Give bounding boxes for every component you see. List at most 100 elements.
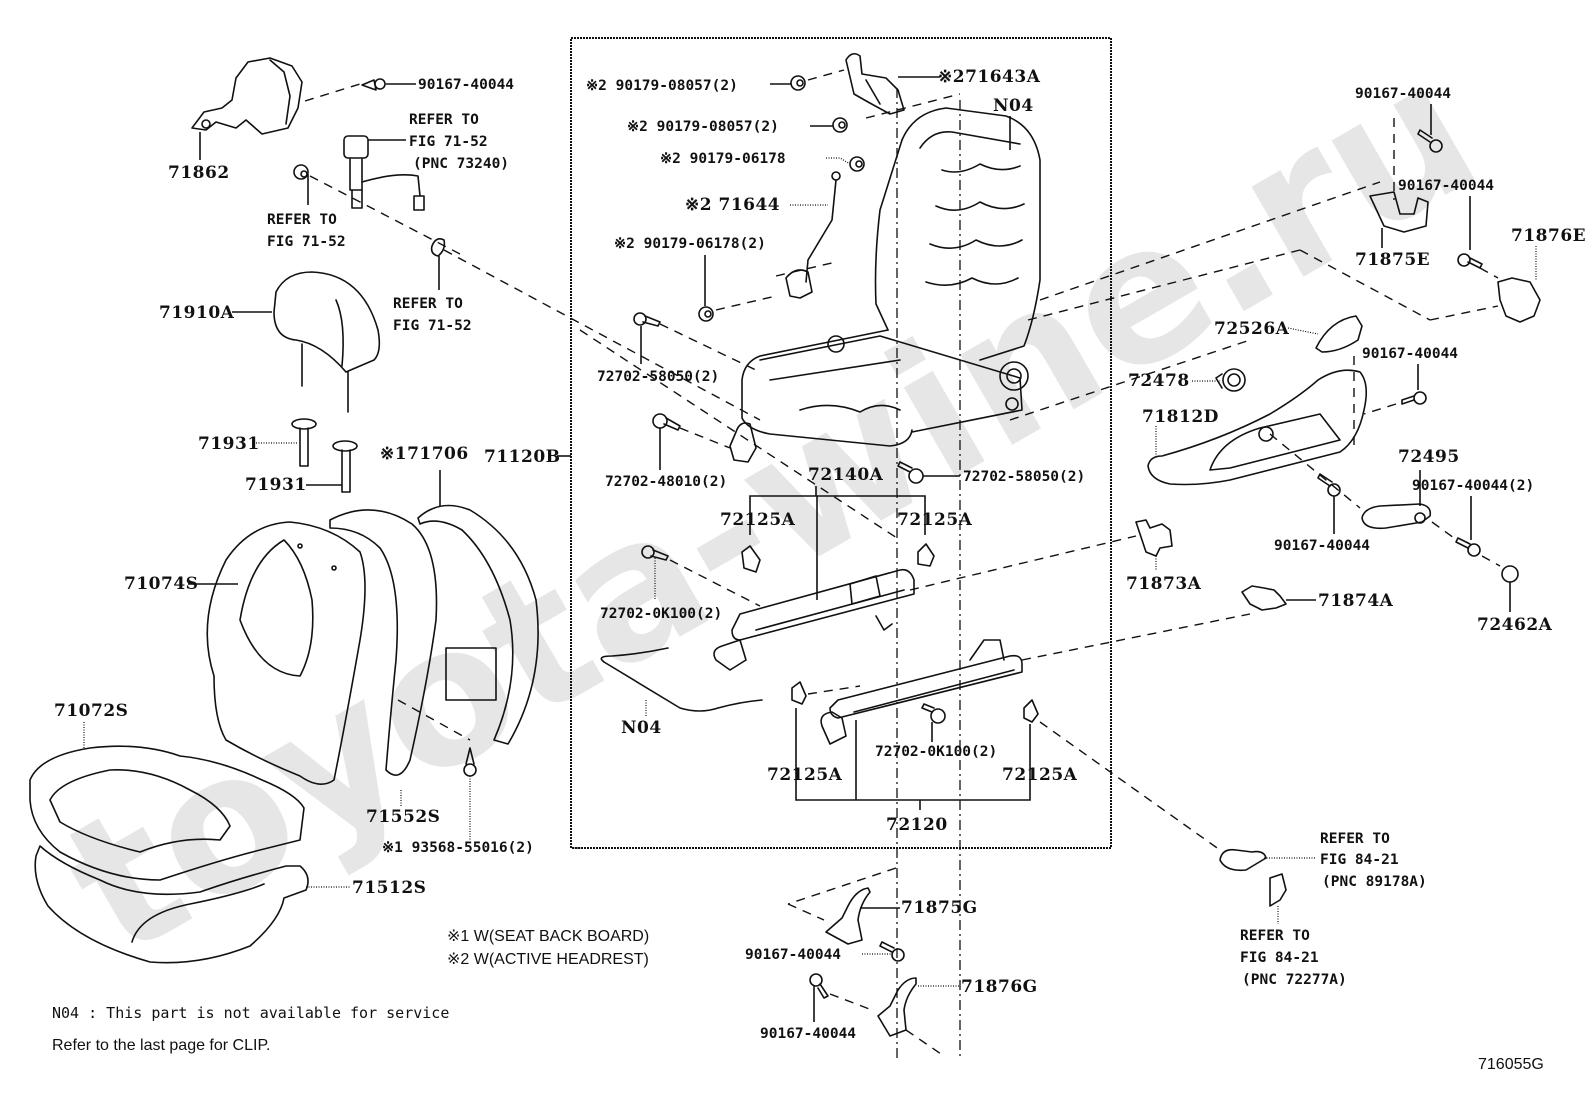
headrest-guide-71931-b[interactable] bbox=[332, 440, 358, 493]
nut-90179-06178-b[interactable] bbox=[698, 306, 714, 322]
label-90179-06178-a[interactable]: ※2 90179-06178 bbox=[660, 151, 786, 167]
label-72125A-b[interactable]: 72125A bbox=[897, 510, 973, 530]
label-71072S[interactable]: 71072S bbox=[54, 701, 128, 721]
label-72125A-d[interactable]: 72125A bbox=[1002, 765, 1078, 785]
label-71862[interactable]: 71862 bbox=[168, 163, 230, 183]
clip-72125A-b[interactable] bbox=[917, 543, 935, 567]
bolt-knob[interactable] bbox=[1455, 537, 1481, 557]
bolt-icon[interactable] bbox=[361, 78, 386, 91]
seat-position-sensor-72277A[interactable] bbox=[1269, 873, 1287, 907]
label-71931-a[interactable]: 71931 bbox=[198, 434, 260, 454]
bolt-72702-0K100-b[interactable] bbox=[921, 703, 946, 724]
nut-90179-08057-b[interactable] bbox=[832, 117, 848, 133]
label-72478[interactable]: 72478 bbox=[1128, 371, 1190, 391]
label-90167-40044-71875E[interactable]: 90167-40044 bbox=[1355, 86, 1451, 102]
label-72120[interactable]: 72120 bbox=[886, 815, 948, 835]
label-71873A[interactable]: 71873A bbox=[1126, 574, 1202, 594]
part-71862-cover[interactable] bbox=[191, 57, 303, 135]
cap-72462A[interactable] bbox=[1501, 565, 1519, 583]
seat-belt-sensor-89178A[interactable] bbox=[1219, 848, 1267, 872]
label-71643A[interactable]: ※271643A bbox=[938, 67, 1041, 87]
label-71120B[interactable]: 71120B bbox=[484, 447, 561, 467]
label-72702-0K100-b[interactable]: 72702-0K100(2) bbox=[875, 744, 997, 760]
label-90167-40044-knob[interactable]: 90167-40044(2) bbox=[1412, 478, 1534, 494]
active-headrest-actuator-71643A[interactable] bbox=[845, 52, 905, 115]
bracket-71874A[interactable] bbox=[1241, 585, 1287, 611]
nut-90179-06178-a[interactable] bbox=[849, 156, 865, 172]
seat-cushion-cover-71072S[interactable] bbox=[29, 745, 305, 881]
ref-anchor-line2[interactable]: FIG 71-52 bbox=[267, 234, 346, 250]
label-72702-48010[interactable]: 72702-48010(2) bbox=[605, 474, 727, 490]
label-72495[interactable]: 72495 bbox=[1398, 447, 1460, 467]
seat-bracket[interactable] bbox=[729, 422, 757, 463]
label-71875E[interactable]: 71875E bbox=[1355, 250, 1430, 270]
label-72140A[interactable]: 72140A bbox=[808, 465, 884, 485]
bolt-72702-58050-a[interactable] bbox=[633, 312, 661, 327]
ref-72277A-line2[interactable]: FIG 84-21 bbox=[1240, 950, 1319, 966]
bolt-72702-0K100-a[interactable] bbox=[641, 545, 669, 561]
label-90167-40044-71876E[interactable]: 90167-40044 bbox=[1398, 178, 1494, 194]
label-71875G[interactable]: 71875G bbox=[901, 898, 978, 918]
side-shield-71812D[interactable] bbox=[1147, 369, 1368, 486]
nut-90179-08057-a[interactable] bbox=[790, 75, 806, 91]
headrest-cable-71644[interactable] bbox=[785, 171, 841, 299]
seatback-board-71706[interactable] bbox=[417, 504, 539, 745]
label-71931-b[interactable]: 71931 bbox=[245, 475, 307, 495]
label-90179-06178-b[interactable]: ※2 90179-06178(2) bbox=[614, 236, 766, 252]
label-n04-top[interactable]: N04 bbox=[993, 96, 1034, 116]
label-90167-40044-shield-bottom[interactable]: 90167-40044 bbox=[1274, 538, 1370, 554]
label-90167-40044-71876G[interactable]: 90167-40044 bbox=[760, 1026, 856, 1042]
anchor-nut[interactable] bbox=[293, 164, 309, 180]
label-72702-58050-a[interactable]: 72702-58050(2) bbox=[597, 369, 719, 385]
knob-72478[interactable] bbox=[1215, 368, 1246, 392]
bolt-71875E[interactable] bbox=[1417, 129, 1443, 153]
headrest-guide-71931-a[interactable] bbox=[291, 418, 317, 467]
seat-track-lower[interactable] bbox=[820, 639, 1023, 745]
headrest-71910A[interactable] bbox=[273, 271, 381, 413]
ref-buckle-line2[interactable]: FIG 71-52 bbox=[409, 134, 488, 150]
label-72125A-c[interactable]: 72125A bbox=[767, 765, 843, 785]
label-71812D[interactable]: 71812D bbox=[1142, 407, 1219, 427]
label-71552S[interactable]: 71552S bbox=[366, 807, 440, 827]
seat-cushion-pad-71512S[interactable] bbox=[34, 845, 309, 964]
bolt-71876G[interactable] bbox=[809, 973, 829, 999]
bolt-71876E[interactable] bbox=[1457, 253, 1483, 269]
label-71874A[interactable]: 71874A bbox=[1318, 591, 1394, 611]
label-71512S[interactable]: 71512S bbox=[352, 878, 426, 898]
bolt-shield-top[interactable] bbox=[1401, 391, 1427, 405]
ref-89178A-line2[interactable]: FIG 84-21 bbox=[1320, 852, 1399, 868]
label-71910A[interactable]: 71910A bbox=[159, 303, 235, 323]
seat-belt-clip[interactable] bbox=[430, 238, 446, 257]
cover-71875G[interactable] bbox=[825, 887, 871, 945]
label-93568-55016[interactable]: ※1 93568-55016(2) bbox=[382, 840, 534, 856]
cover-71875E[interactable] bbox=[1369, 191, 1429, 233]
label-n04-bottom[interactable]: N04 bbox=[621, 718, 662, 738]
label-71876G[interactable]: 71876G bbox=[961, 977, 1038, 997]
label-71706[interactable]: ※171706 bbox=[380, 444, 469, 464]
label-72526A[interactable]: 72526A bbox=[1214, 319, 1290, 339]
bolt-shield-bottom[interactable] bbox=[1317, 473, 1341, 497]
clip-72125A-a[interactable] bbox=[741, 545, 761, 573]
lever-72495[interactable] bbox=[1361, 503, 1432, 530]
seatback-pad-71552S[interactable] bbox=[329, 509, 497, 776]
bolt-72702-48010[interactable] bbox=[652, 413, 681, 431]
label-71644[interactable]: ※2 71644 bbox=[685, 195, 780, 215]
wire-n04[interactable] bbox=[600, 647, 763, 712]
clip-72125A-d[interactable] bbox=[1023, 699, 1039, 723]
label-72702-0K100-a[interactable]: 72702-0K100(2) bbox=[600, 606, 722, 622]
seat-track-upper[interactable] bbox=[713, 568, 915, 671]
cover-71876E[interactable] bbox=[1497, 277, 1541, 323]
knob-72526A[interactable] bbox=[1315, 315, 1363, 353]
clip-72125A-c[interactable] bbox=[791, 681, 807, 705]
cover-71876G[interactable] bbox=[877, 977, 917, 1037]
label-71876E[interactable]: 71876E bbox=[1511, 226, 1586, 246]
ref-clip-line2[interactable]: FIG 71-52 bbox=[393, 318, 472, 334]
label-72702-58050-b[interactable]: 72702-58050(2) bbox=[963, 469, 1085, 485]
bolt-71875G[interactable] bbox=[879, 941, 905, 962]
seatback-cover-71074S[interactable] bbox=[206, 521, 366, 785]
label-90167-40044-top-left[interactable]: 90167-40044 bbox=[418, 77, 514, 93]
label-72462A[interactable]: 72462A bbox=[1477, 615, 1553, 635]
label-71074S[interactable]: 71074S bbox=[124, 574, 198, 594]
label-72125A-a[interactable]: 72125A bbox=[720, 510, 796, 530]
label-90179-08057-b[interactable]: ※2 90179-08057(2) bbox=[627, 119, 779, 135]
